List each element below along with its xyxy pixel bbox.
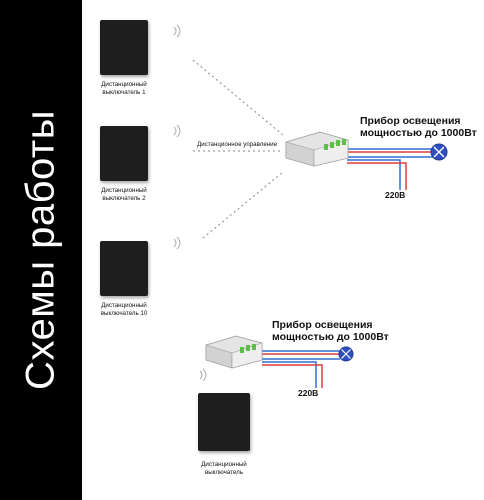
wire-blue-down-2 [262,361,317,388]
wire-red-down-2 [262,364,323,388]
wall-switch-10 [100,241,148,296]
remote-control-label: Дистанционное управление [197,141,278,148]
switch-2-label: Дистанционный выключатель 2 [101,187,147,202]
wireless-signal-icon-1 [173,24,181,38]
lamp-label-1: Прибор освещения мощностью до 1000Вт [360,115,477,139]
wire-blue-down-1 [347,159,401,190]
voltage-label-2: 220В [298,388,319,398]
relay-module-2 [205,335,263,369]
switch-single-label: Дистанционный выключатель [201,461,247,476]
sidebar: Схемы работы [0,0,82,500]
voltage-label-1: 220В [385,190,406,200]
lamp-icon-2 [338,346,354,362]
wireless-signal-icon-4 [199,368,207,382]
lamp-icon-1 [430,143,448,161]
lamp-label-2: Прибор освещения мощностью до 1000Вт [272,319,389,343]
wireless-signal-icon-3 [173,236,181,250]
wall-switch-1 [100,20,148,75]
wire-red-down-1 [347,162,407,190]
signal-line-3 [202,171,284,239]
switch-1-label: Дистанционный выключатель 1 [101,81,147,96]
relay-module-1 [285,131,349,167]
switch-10-label: Дистанционный выключатель 10 [100,302,148,317]
wall-switch-2 [100,126,148,181]
signal-line-1 [192,59,284,136]
wall-switch-single [198,393,250,451]
wireless-signal-icon-2 [173,124,181,138]
